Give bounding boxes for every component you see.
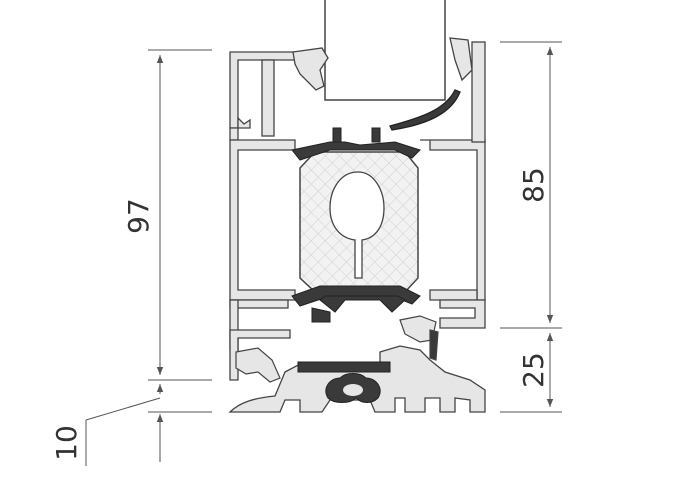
frame-profile-right bbox=[420, 41, 486, 329]
right-dimension-85 bbox=[500, 41, 562, 329]
left-dimension-97 bbox=[148, 49, 212, 381]
glazing-gaskets bbox=[291, 127, 421, 323]
glass-pane bbox=[324, 0, 446, 101]
frame-profile-left bbox=[229, 51, 301, 381]
right-dimension-25 bbox=[500, 333, 562, 413]
sill-profile bbox=[228, 345, 486, 413]
dimension-label-85: 85 bbox=[517, 167, 550, 203]
sill-gasket-bar bbox=[297, 361, 391, 373]
sash-top-seal bbox=[292, 37, 473, 131]
dimension-label-25: 25 bbox=[517, 352, 550, 388]
lower-seals bbox=[235, 315, 439, 383]
dimension-label-97: 97 bbox=[122, 198, 155, 234]
insulated-glazing-unit bbox=[299, 151, 419, 293]
dimension-label-10: 10 bbox=[50, 425, 83, 461]
left-dimension-10 bbox=[85, 384, 212, 466]
